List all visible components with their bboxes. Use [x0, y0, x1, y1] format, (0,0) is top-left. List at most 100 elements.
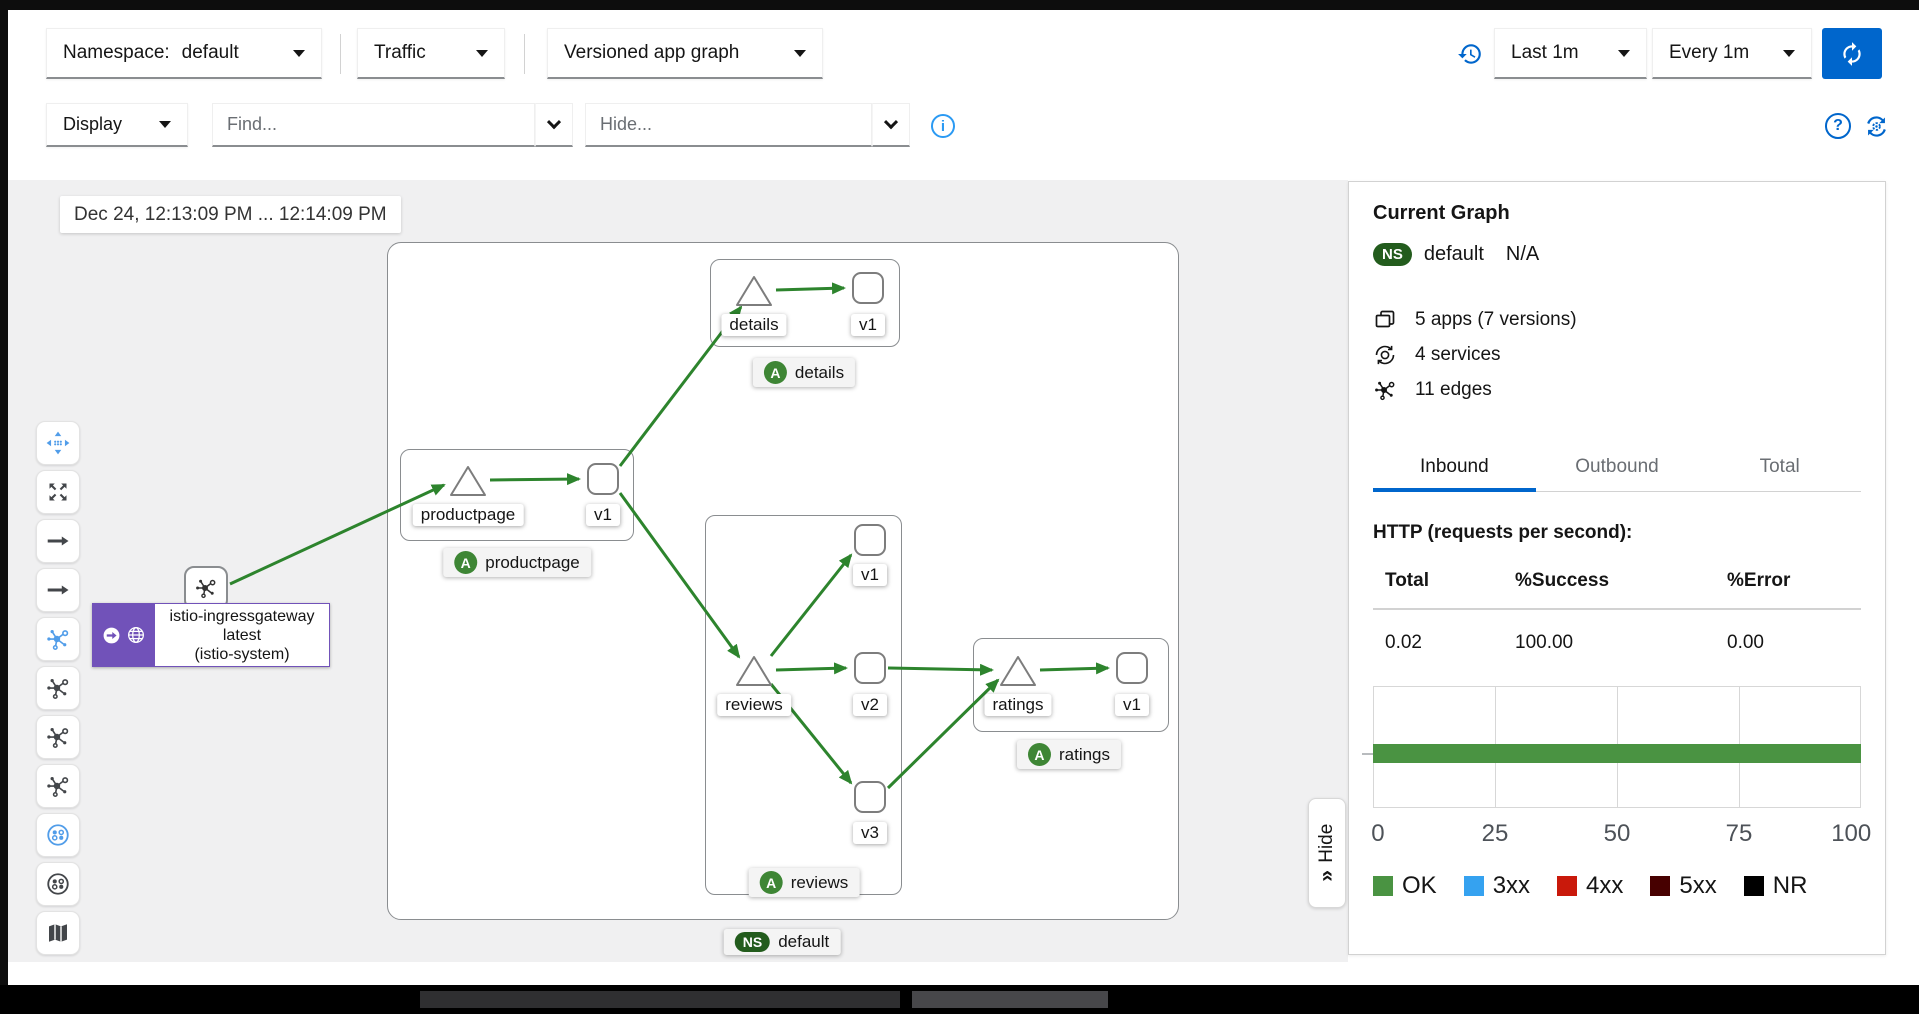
productpage-service-label: productpage — [412, 504, 524, 526]
reviews-v2-node[interactable] — [854, 652, 886, 684]
find-hide-help-button[interactable] — [930, 113, 956, 139]
legend-nr-swatch — [1743, 876, 1764, 896]
time-range-label: Last 1m — [1511, 42, 1579, 63]
success-value: 100.00 — [1515, 632, 1574, 653]
zoom-to-fit-button[interactable] — [36, 470, 80, 514]
graph-settings-icon — [1865, 115, 1887, 137]
details-v1-label: v1 — [851, 314, 885, 336]
table-row: 0.02 100.00 0.00 — [1373, 610, 1861, 654]
chevron-down-icon — [546, 114, 562, 129]
details-service-node[interactable] — [734, 274, 774, 308]
chevron-down-icon — [883, 114, 899, 129]
edge-option-button-2[interactable] — [36, 568, 80, 612]
history-icon — [1458, 44, 1481, 64]
ns-badge-label: default — [778, 932, 830, 951]
hide-input[interactable] — [585, 103, 872, 147]
details-v1-node[interactable] — [852, 272, 884, 304]
reviews-v3-node[interactable] — [854, 781, 886, 813]
app-badge-label: details — [794, 362, 845, 382]
app-badge-icon: A — [454, 551, 478, 574]
legend-4xx-swatch — [1557, 876, 1578, 896]
time-history-button[interactable] — [1456, 40, 1484, 68]
edge-v3-ratings[interactable] — [886, 678, 1000, 790]
details-service-label: details — [721, 314, 787, 336]
ratings-app-badge[interactable]: A ratings — [1016, 740, 1122, 769]
tab-total[interactable]: Total — [1759, 456, 1800, 477]
hide-panel-button[interactable]: Hide — [1308, 798, 1346, 908]
chevron-down-icon — [159, 121, 171, 128]
edge-v2-ratings[interactable] — [887, 663, 994, 676]
layout-button-2[interactable] — [36, 666, 80, 710]
find-options-button[interactable] — [535, 103, 573, 147]
edge-reviews-v1[interactable] — [769, 553, 853, 657]
app-badge-icon: A — [763, 361, 787, 384]
graph-settings-button[interactable] — [1862, 112, 1890, 140]
layout-button-3[interactable] — [36, 715, 80, 759]
app-badge-icon: A — [1027, 743, 1051, 766]
reviews-v1-node[interactable] — [854, 524, 886, 556]
legend-button[interactable] — [36, 911, 80, 955]
graph-type-select[interactable]: Versioned app graph — [547, 28, 823, 79]
find-control — [212, 103, 573, 147]
gateway-label-text: istio-ingressgateway latest (istio-syste… — [155, 604, 329, 666]
time-range-select[interactable]: Last 1m — [1494, 28, 1647, 79]
app-badge-label: productpage — [485, 552, 580, 572]
edge-details-v1[interactable] — [775, 282, 846, 295]
traffic-label: Traffic — [374, 42, 426, 63]
pan-mode-button[interactable] — [36, 421, 80, 465]
gateway-label[interactable]: istio-ingressgateway latest (istio-syste… — [92, 603, 330, 667]
layout-button-1[interactable] — [36, 617, 80, 661]
namespace-layout-button-2[interactable] — [36, 862, 80, 906]
hide-options-button[interactable] — [872, 103, 910, 147]
namespace-value: default — [181, 42, 239, 63]
details-app-badge[interactable]: A details — [752, 358, 856, 387]
edge-reviews-v2[interactable] — [775, 662, 848, 675]
graph-timestamp: Dec 24, 12:13:09 PM ... 12:14:09 PM — [60, 196, 401, 233]
chevron-down-icon — [794, 49, 806, 57]
namespace-badge[interactable]: NS default — [723, 929, 841, 955]
edge-gateway-productpage[interactable] — [229, 483, 446, 586]
services-icon — [1375, 345, 1395, 365]
graph-help-button[interactable] — [1824, 112, 1852, 140]
reviews-app-badge[interactable]: A reviews — [748, 868, 860, 897]
productpage-v1-node[interactable] — [587, 463, 619, 495]
namespace-layout-button-1[interactable] — [36, 813, 80, 857]
gateway-arrow-icon — [103, 627, 119, 643]
legend-5xx-label: 5xx — [1679, 872, 1717, 899]
ratings-v1-node[interactable] — [1116, 652, 1148, 684]
display-select[interactable]: Display — [46, 103, 188, 147]
legend-4xx-label: 4xx — [1586, 872, 1624, 899]
legend-ok: OK — [1373, 872, 1437, 900]
toolbar-divider — [340, 34, 341, 74]
chart-x-axis: 0 25 50 75 100 — [1371, 820, 1871, 850]
tab-outbound[interactable]: Outbound — [1575, 456, 1659, 477]
graph-canvas[interactable]: Dec 24, 12:13:09 PM ... 12:14:09 PM — [8, 180, 1348, 962]
graph-stats: 5 apps (7 versions) 4 services 11 edges — [1373, 308, 1861, 402]
edge-productpage-v1[interactable] — [489, 473, 581, 486]
productpage-app-badge[interactable]: A productpage — [443, 548, 591, 577]
panel-namespace-row: NS default N/A — [1373, 243, 1861, 266]
app-badge-label: reviews — [790, 872, 849, 892]
edge-productpage-reviews[interactable] — [618, 492, 741, 659]
toolbar-divider — [524, 34, 525, 74]
hide-control — [585, 103, 910, 147]
refresh-button[interactable] — [1822, 28, 1882, 79]
traffic-select[interactable]: Traffic — [357, 28, 505, 79]
window-bottom-bar — [0, 985, 1919, 1014]
reviews-service-node[interactable] — [734, 654, 774, 688]
tab-inbound[interactable]: Inbound — [1373, 446, 1536, 492]
ratings-service-node[interactable] — [998, 654, 1038, 688]
productpage-service-node[interactable] — [448, 464, 488, 498]
graph-type-label: Versioned app graph — [564, 42, 740, 63]
help-icon — [1825, 113, 1851, 139]
edge-productpage-details[interactable] — [618, 305, 743, 467]
edge-option-button-1[interactable] — [36, 519, 80, 563]
ns-badge-icon: NS — [1373, 243, 1412, 266]
edge-ratings-v1[interactable] — [1039, 662, 1110, 675]
find-input[interactable] — [212, 103, 535, 147]
refresh-interval-select[interactable]: Every 1m — [1652, 28, 1812, 79]
layout-button-4[interactable] — [36, 764, 80, 808]
legend-3xx: 3xx — [1463, 872, 1530, 900]
namespace-select[interactable]: Namespace: default — [46, 28, 322, 79]
